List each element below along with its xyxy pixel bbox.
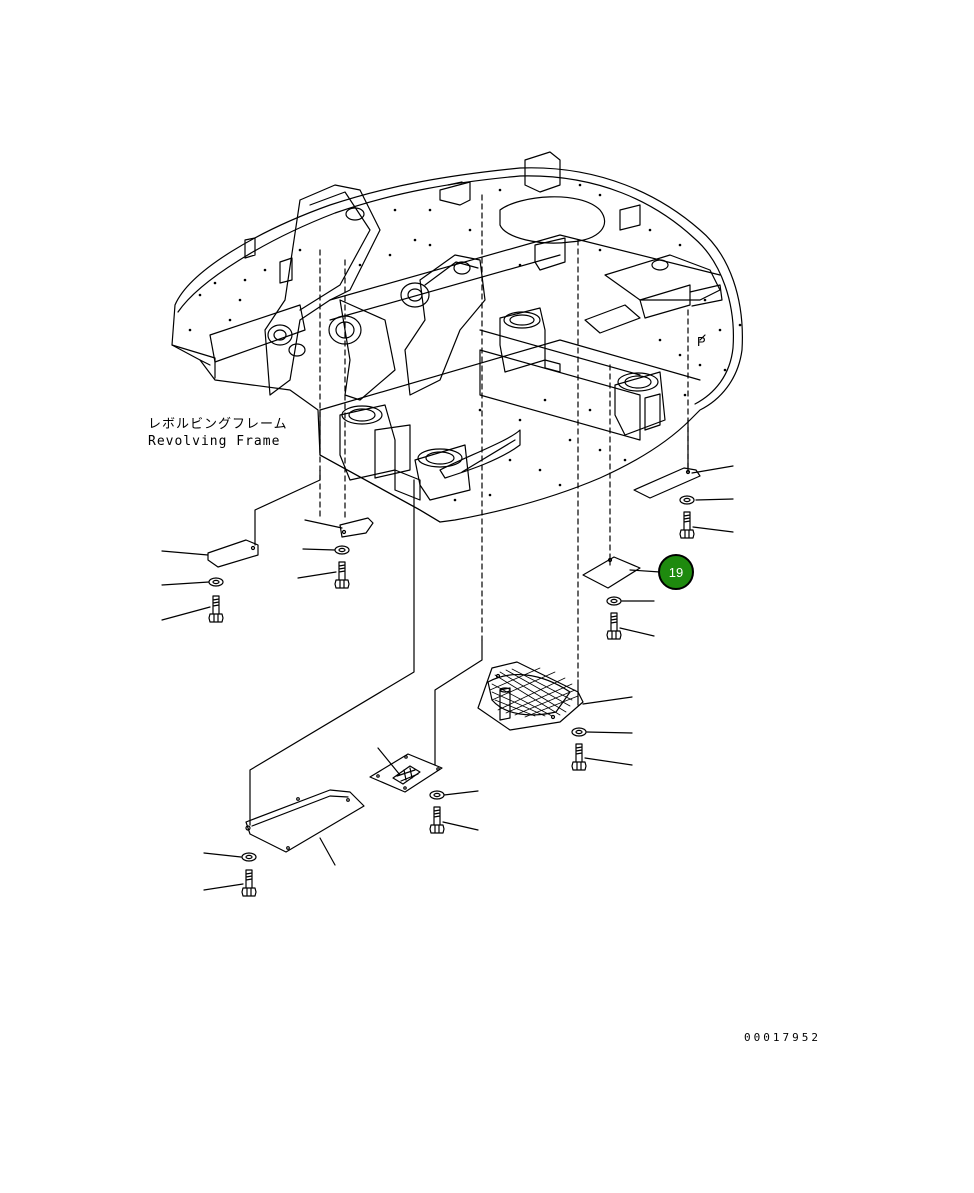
mesh-cover (478, 662, 583, 730)
revolving-frame-drawing: P (172, 152, 742, 522)
callout-number: 19 (668, 564, 684, 580)
callout-lines (162, 335, 733, 890)
document-number: 00017952 (744, 1031, 821, 1044)
small-mesh-plate (370, 754, 442, 792)
frame-label-english: Revolving Frame (148, 434, 281, 449)
cover-left-small (208, 540, 258, 567)
revolving-frame-label: レボルビングフレーム Revolving Frame (148, 416, 288, 450)
cover-right-middle (583, 557, 640, 588)
washers (209, 496, 694, 861)
cover-right-upper (634, 468, 700, 498)
leader-lines (250, 420, 688, 825)
bottom-cover-large (246, 790, 364, 852)
svg-text:P: P (697, 334, 706, 349)
frame-label-japanese: レボルビングフレーム (148, 417, 288, 432)
bolts (209, 512, 694, 896)
part-callout-19[interactable]: 19 (658, 554, 694, 590)
cover-left-tab (340, 518, 373, 537)
